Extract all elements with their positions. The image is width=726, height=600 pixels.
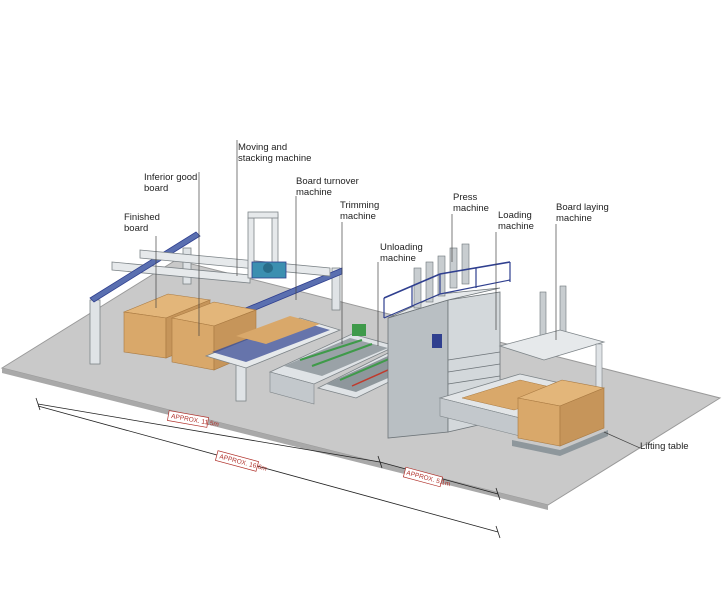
dimension-lines: [35, 397, 501, 539]
press-cylinder: [461, 243, 470, 285]
turnover-machine: [204, 316, 342, 369]
lift-stack-side: [559, 387, 605, 447]
motor: [263, 263, 273, 273]
press-front: [387, 299, 449, 439]
label-trimming-machine: Trimming machine: [340, 200, 380, 222]
board-laying-machine: [498, 285, 606, 429]
trimming-side: [269, 371, 315, 405]
stacking-gantry: [89, 211, 343, 402]
dim-line-2: [37, 405, 499, 533]
press-cylinder: [449, 247, 458, 289]
label-board-turnover-machine: Board turnover machine: [296, 176, 359, 198]
lift-base: [512, 430, 608, 456]
label-inferior-good-board: Inferior good board: [144, 172, 198, 194]
label-lifting-table: Lifting table: [640, 441, 689, 452]
gantry-leg: [89, 299, 101, 365]
inferior-board-front: [171, 317, 215, 371]
gantry-leg: [182, 247, 192, 285]
press-cylinder: [437, 255, 446, 297]
press-cylinder: [425, 261, 434, 303]
laying-frame: [498, 329, 606, 361]
lifting-table: [512, 379, 608, 456]
stacker-mast-top: [247, 211, 279, 219]
turnover-board: [236, 316, 320, 344]
lift-stack-front: [517, 397, 561, 447]
label-loading-machine: Loading machine: [498, 210, 534, 232]
label-finished-board: Finished board: [124, 212, 160, 234]
dim-line-1: [37, 403, 381, 463]
gantry-leg: [331, 267, 341, 311]
label-board-laying-machine: Board laying machine: [556, 202, 609, 224]
label-moving-and-stacking-machine: Moving and stacking machine: [238, 142, 312, 164]
leader-lines: [155, 140, 641, 449]
label-unloading-machine: Unloading machine: [380, 242, 423, 264]
finished-board-front: [123, 311, 167, 359]
label-press-machine: Press machine: [453, 192, 489, 214]
press-cylinder: [413, 267, 422, 309]
